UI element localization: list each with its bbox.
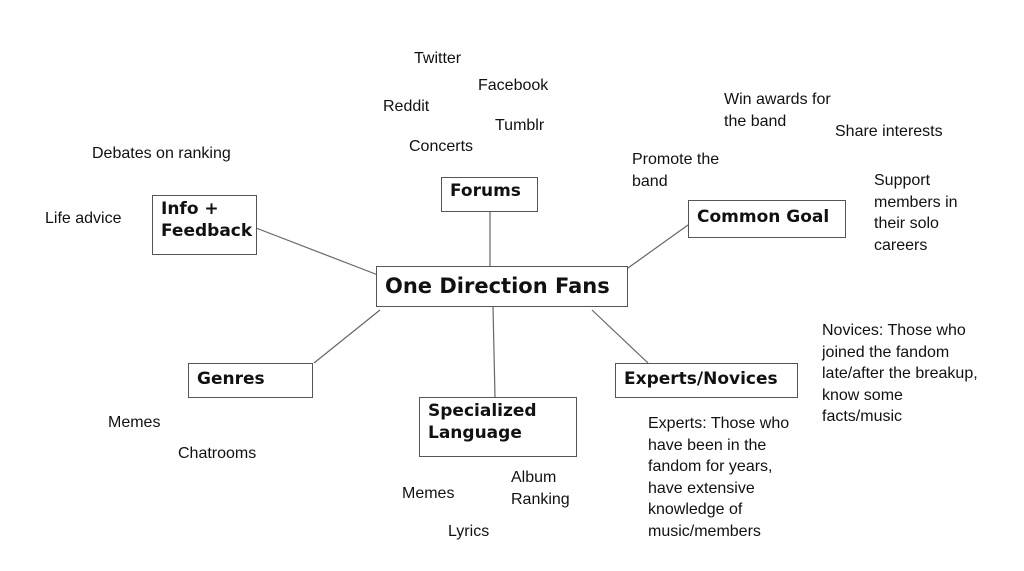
note-novices: Novices: Those who joined the fandom lat…	[822, 322, 978, 425]
center-node: One Direction Fans	[376, 266, 628, 307]
note-album-ranking: Album Ranking	[511, 469, 570, 508]
note-support: Support members in their solo careers	[874, 172, 958, 254]
note-life-advice: Life advice	[45, 210, 122, 227]
note-twitter: Twitter	[414, 50, 462, 67]
node-common-goal: Common Goal	[688, 200, 846, 238]
note-lyrics: Lyrics	[448, 523, 490, 540]
node-genres: Genres	[188, 363, 313, 398]
note-debates: Debates on ranking	[92, 145, 231, 162]
note-facebook: Facebook	[478, 77, 549, 94]
note-memes-language: Memes	[402, 485, 455, 502]
node-info-feedback: Info + Feedback	[152, 195, 257, 255]
line-language	[492, 306, 496, 398]
note-reddit: Reddit	[383, 98, 430, 115]
note-share: Share interests	[835, 123, 943, 140]
node-forums: Forums	[441, 177, 538, 212]
line-genres	[313, 309, 381, 364]
note-tumblr: Tumblr	[495, 117, 545, 134]
note-concerts: Concerts	[409, 138, 474, 155]
line-experts	[591, 309, 649, 364]
line-info	[255, 227, 379, 276]
note-memes-genres: Memes	[108, 414, 161, 431]
node-experts-novices: Experts/Novices	[615, 363, 798, 398]
note-awards: Win awards for the band	[724, 91, 831, 130]
note-chatrooms: Chatrooms	[178, 445, 257, 462]
line-goal	[627, 224, 689, 269]
note-experts: Experts: Those who have been in the fand…	[648, 415, 790, 540]
node-specialized-language: Specialized Language	[419, 397, 577, 457]
note-promote: Promote the band	[632, 151, 720, 190]
